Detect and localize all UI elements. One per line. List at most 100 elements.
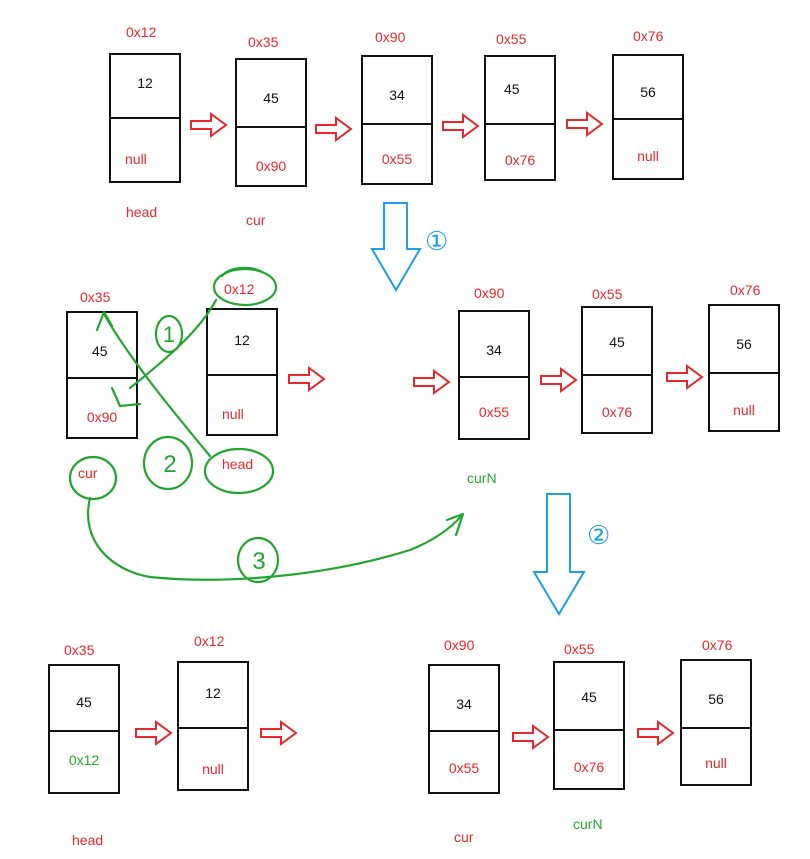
list-node: 56 null (680, 659, 752, 786)
node-next: null (202, 761, 224, 777)
node-divider (614, 118, 682, 120)
node-address-label: 0x35 (248, 34, 279, 50)
node-address-label: 0x55 (564, 641, 595, 657)
annotation-two-circle (142, 435, 194, 491)
handwritten-pointer-line (87, 496, 464, 581)
node-value: 45 (609, 334, 625, 350)
annotation-one: 1 (163, 322, 175, 347)
pointer-arrow (637, 721, 674, 745)
cur-label: cur (78, 465, 98, 481)
curN-label: curN (467, 470, 497, 486)
head-label: head (126, 204, 158, 220)
node-value: 56 (640, 84, 656, 100)
head-label: head (72, 832, 104, 848)
node-divider (430, 730, 498, 732)
step-number: ① (425, 226, 449, 256)
annotation-three-circle (236, 536, 280, 584)
node-next: 0x76 (573, 759, 605, 775)
list-node: 45 0x76 (484, 55, 556, 181)
node-next: null (637, 148, 659, 164)
pointer-arrow (540, 368, 577, 392)
node-next: 0x90 (255, 158, 287, 174)
node-divider (460, 376, 528, 378)
head-label: head (222, 456, 254, 472)
node-divider (583, 374, 651, 376)
node-next: 0x55 (381, 151, 413, 167)
handwritten-pointer-line (128, 298, 218, 390)
node-address-label: 0x76 (730, 282, 761, 298)
node-address-label: 0x35 (80, 289, 111, 305)
node-value: 34 (389, 87, 405, 103)
step-down-arrow (532, 493, 586, 616)
node-address-label: 0x35 (64, 642, 95, 658)
node-divider (710, 372, 778, 374)
pointer-arrow (413, 370, 450, 394)
node-divider (682, 727, 750, 729)
list-node: 12 null (109, 53, 181, 183)
node-address-label: 0x76 (702, 637, 733, 653)
node-next: null (705, 755, 727, 771)
node-address-label: 0x12 (194, 633, 225, 649)
list-node: 45 0x90 (66, 311, 138, 439)
cur-label: cur (246, 212, 266, 228)
list-node: 45 0x90 (235, 58, 307, 187)
pointer-arrow (135, 721, 172, 745)
node-next: 0x55 (448, 760, 480, 776)
list-node: 56 null (612, 54, 684, 180)
node-divider (237, 126, 305, 128)
pointer-arrow (260, 721, 297, 745)
node-value: 12 (205, 685, 221, 701)
annotation-three: 3 (252, 548, 265, 575)
list-node: 34 0x55 (458, 310, 530, 440)
node-value: 12 (137, 75, 153, 91)
pointer-arrow (315, 117, 352, 141)
node-value: 34 (486, 342, 502, 358)
node-address-label: 0x55 (592, 286, 623, 302)
list-node: 56 null (708, 304, 780, 432)
pointer-arrow (288, 367, 325, 391)
node-next: 0x12 (68, 752, 100, 768)
annotation-one-circle (154, 314, 184, 354)
annotation-two: 2 (163, 451, 176, 478)
pointer-arrow (190, 113, 227, 137)
list-node: 45 0x12 (48, 664, 120, 794)
pointer-arrow (566, 112, 603, 136)
node-divider (363, 123, 431, 125)
list-node: 12 null (206, 308, 278, 436)
node-value: 56 (736, 336, 752, 352)
node-next: null (222, 406, 244, 422)
node-address-label: 0x90 (375, 29, 406, 45)
pointer-arrow (442, 114, 479, 138)
node-next: 0x76 (601, 404, 633, 420)
node-value: 45 (92, 343, 108, 359)
node-next: 0x55 (478, 404, 510, 420)
node-divider (555, 729, 623, 731)
node-divider (486, 123, 554, 125)
list-node: 12 null (177, 661, 249, 791)
node-value: 12 (234, 332, 250, 348)
list-node: 45 0x76 (553, 661, 625, 790)
node-divider (179, 727, 247, 729)
curN-label: curN (573, 816, 603, 832)
node-address-label: 0x12 (126, 24, 157, 40)
cur-label: cur (454, 829, 474, 845)
step-number: ② (587, 520, 611, 550)
node-address-label: 0x55 (496, 31, 527, 47)
node-value: 45 (504, 81, 520, 97)
node-value: 45 (581, 689, 597, 705)
node-divider (208, 374, 276, 376)
node-value: 34 (456, 696, 472, 712)
node-next: 0x90 (86, 409, 118, 425)
node-value: 45 (76, 694, 92, 710)
pointer-arrow (512, 725, 549, 749)
node-value: 45 (263, 90, 279, 106)
node-next: null (733, 402, 755, 418)
pointer-arrow (666, 365, 703, 389)
list-node: 34 0x55 (361, 55, 433, 185)
step-down-arrow (370, 202, 422, 292)
node-divider (68, 377, 136, 379)
handwritten-circle (220, 266, 264, 278)
node-address-label: 0x90 (474, 285, 505, 301)
list-node: 45 0x76 (581, 306, 653, 434)
node-next: 0x76 (504, 152, 536, 168)
